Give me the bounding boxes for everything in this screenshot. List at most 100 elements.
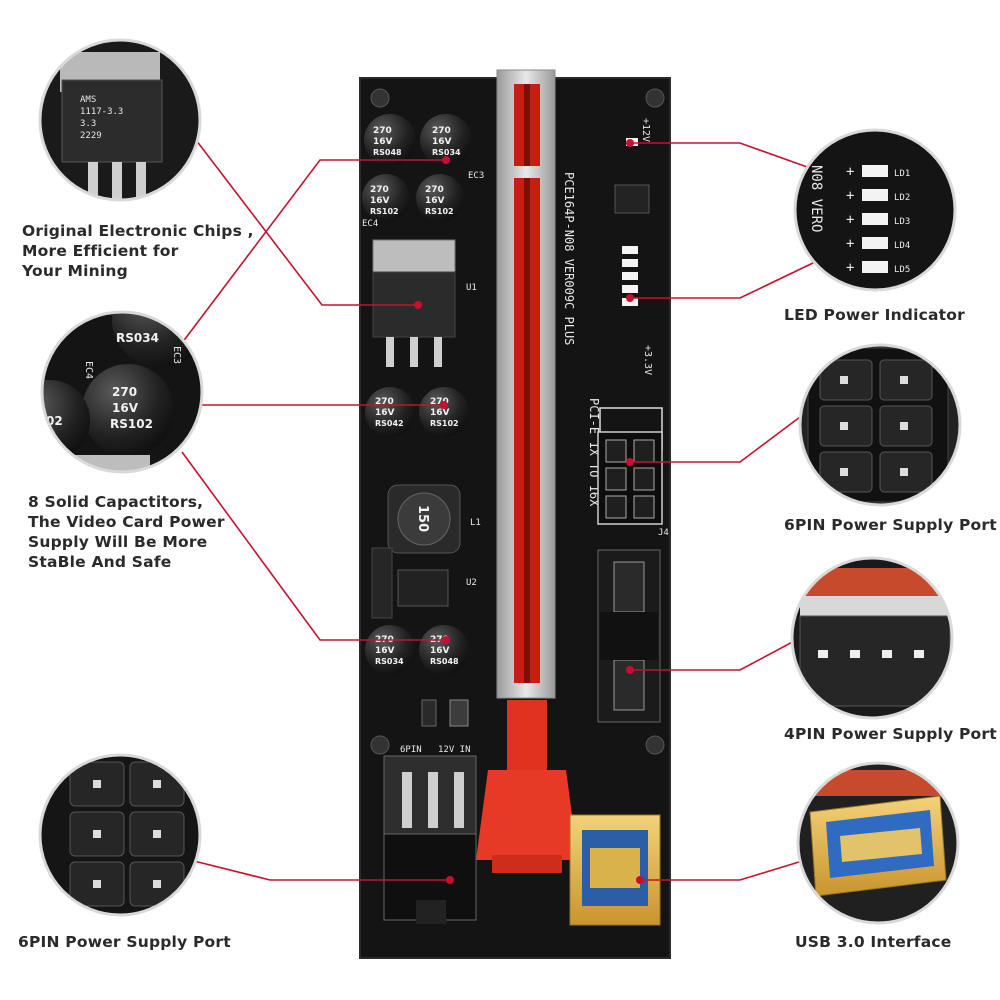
svg-text:AMS: AMS [80, 95, 96, 105]
led-zoom-row-1: + LD1 [846, 164, 910, 180]
zoom-6pin-left [38, 753, 202, 917]
line-6pin-left [189, 859, 450, 881]
board-usb3-port [569, 814, 661, 926]
svg-text:270: 270 [370, 185, 389, 195]
line-led [630, 261, 816, 299]
board-4pin-port [597, 549, 661, 723]
svg-text:LD2: LD2 [894, 193, 910, 203]
svg-text:+: + [846, 260, 854, 276]
label-chips-line-1: Original Electronic Chips , [22, 222, 254, 240]
zoom-chips: AMS 1117-3.3 3.3 2229 [38, 38, 202, 202]
label-6pin-right: 6PIN Power Supply Port [784, 516, 997, 534]
capacitor-ec6: 270 16V RS042 [365, 387, 415, 437]
svg-text:16V: 16V [112, 401, 139, 415]
inductor: 150 [387, 484, 461, 554]
capacitor-ec3: 270 16V RS102 [416, 174, 464, 222]
svg-text:270: 270 [373, 126, 392, 136]
svg-text:16V: 16V [430, 646, 450, 656]
line-6pin-right [630, 407, 813, 463]
svg-text:RS102: RS102 [430, 419, 459, 428]
led-zoom-row-5: + LD5 [846, 260, 910, 276]
label-usb: USB 3.0 Interface [795, 933, 952, 951]
label-capacitors: 8 Solid Capactitors, The Video Card Powe… [28, 492, 225, 572]
label-capacitors-line-1: 8 Solid Capactitors, [28, 493, 204, 511]
svg-text:+: + [846, 236, 854, 252]
label-led-indicator: LED Power Indicator [784, 306, 965, 324]
svg-text:16V: 16V [373, 137, 393, 147]
label-capacitors-line-2: The Video Card Power [28, 513, 225, 531]
line-chips [195, 139, 418, 306]
svg-text:RS048: RS048 [430, 657, 459, 666]
svg-text:3.3: 3.3 [80, 119, 96, 129]
svg-text:EC4: EC4 [83, 361, 94, 379]
line-caps-bottom [181, 451, 446, 641]
svg-text:150: 150 [415, 505, 430, 532]
led-zoom-row-3: + LD3 [846, 212, 910, 228]
svg-text:270: 270 [432, 126, 451, 136]
svg-text:LD3: LD3 [894, 217, 910, 227]
label-chips: Original Electronic Chips , More Efficie… [22, 221, 254, 281]
svg-text:270: 270 [112, 385, 137, 399]
svg-text:270: 270 [430, 397, 449, 407]
svg-text:6PIN: 6PIN [400, 745, 422, 755]
label-capacitors-line-3: Supply Will Be More [28, 533, 208, 551]
label-chips-line-3: Your Mining [22, 262, 128, 280]
diode-d1 [421, 699, 437, 727]
led-2 [622, 259, 638, 267]
capacitor-ec5: 270 16V RS102 [419, 387, 469, 437]
capacitor-ec7: 270 16V RS048 [419, 625, 469, 675]
svg-text:LD1: LD1 [894, 169, 910, 179]
svg-text:N08 VERO: N08 VERO [808, 165, 824, 232]
zoom-led-indicator: N08 VERO + LD1 + LD2 + LD3 + LD4 [793, 128, 957, 292]
svg-text:LD4: LD4 [894, 241, 910, 251]
svg-text:U1: U1 [466, 283, 477, 293]
svg-text:1117-3.3: 1117-3.3 [80, 107, 123, 117]
svg-text:U2: U2 [466, 578, 477, 588]
svg-text:16V: 16V [375, 408, 395, 418]
fuse [449, 699, 469, 727]
capacitor-ec2: 270 16V RS048 [364, 114, 416, 166]
svg-text:16V: 16V [375, 646, 395, 656]
svg-text:RS102: RS102 [370, 207, 399, 216]
line-led-12v [630, 142, 811, 169]
callout-lines [181, 139, 816, 881]
label-chips-line-2: More Efficient for [22, 242, 179, 260]
svg-text:RS042: RS042 [375, 419, 404, 428]
callout-dots [414, 139, 644, 884]
line-caps-top [181, 159, 446, 344]
svg-text:PCE164P-N08 VER009C PLUS: PCE164P-N08 VER009C PLUS [562, 172, 576, 345]
svg-text:L1: L1 [470, 518, 481, 528]
zoom-usb [796, 761, 960, 925]
line-usb [640, 857, 813, 881]
svg-text:EC3: EC3 [171, 346, 182, 364]
led-zoom-row-2: + LD2 [846, 188, 910, 204]
capacitor-ec8: 270 16V RS034 [365, 625, 415, 675]
svg-text:EC4: EC4 [362, 219, 378, 229]
svg-text:EC3: EC3 [468, 171, 484, 181]
zoom-6pin-right [798, 343, 962, 507]
svg-text:RS102: RS102 [110, 417, 153, 431]
svg-text:RS034: RS034 [116, 331, 159, 345]
svg-text:+: + [846, 188, 854, 204]
svg-text:12V IN: 12V IN [438, 745, 471, 755]
svg-text:+3.3V: +3.3V [642, 345, 653, 375]
ic-chip-u2 [397, 569, 449, 607]
led-zoom-row-4: + LD4 [846, 236, 910, 252]
svg-text:270: 270 [425, 185, 444, 195]
svg-text:J4: J4 [658, 528, 669, 538]
svg-text:2229: 2229 [80, 131, 102, 141]
line-4pin [630, 637, 801, 671]
led-3 [622, 272, 638, 280]
zoom-4pin [790, 556, 954, 720]
pcie-x1-connector [476, 700, 578, 873]
svg-text:LD5: LD5 [894, 265, 910, 275]
svg-text:+12V: +12V [640, 118, 651, 142]
svg-text:270: 270 [375, 397, 394, 407]
label-capacitors-line-4: StaBle And Safe [28, 553, 172, 571]
svg-text:RS034: RS034 [432, 148, 461, 157]
led-1 [622, 246, 638, 254]
board-6pin-port [597, 407, 663, 525]
label-6pin-left: 6PIN Power Supply Port [18, 933, 231, 951]
svg-text:16V: 16V [425, 196, 445, 206]
